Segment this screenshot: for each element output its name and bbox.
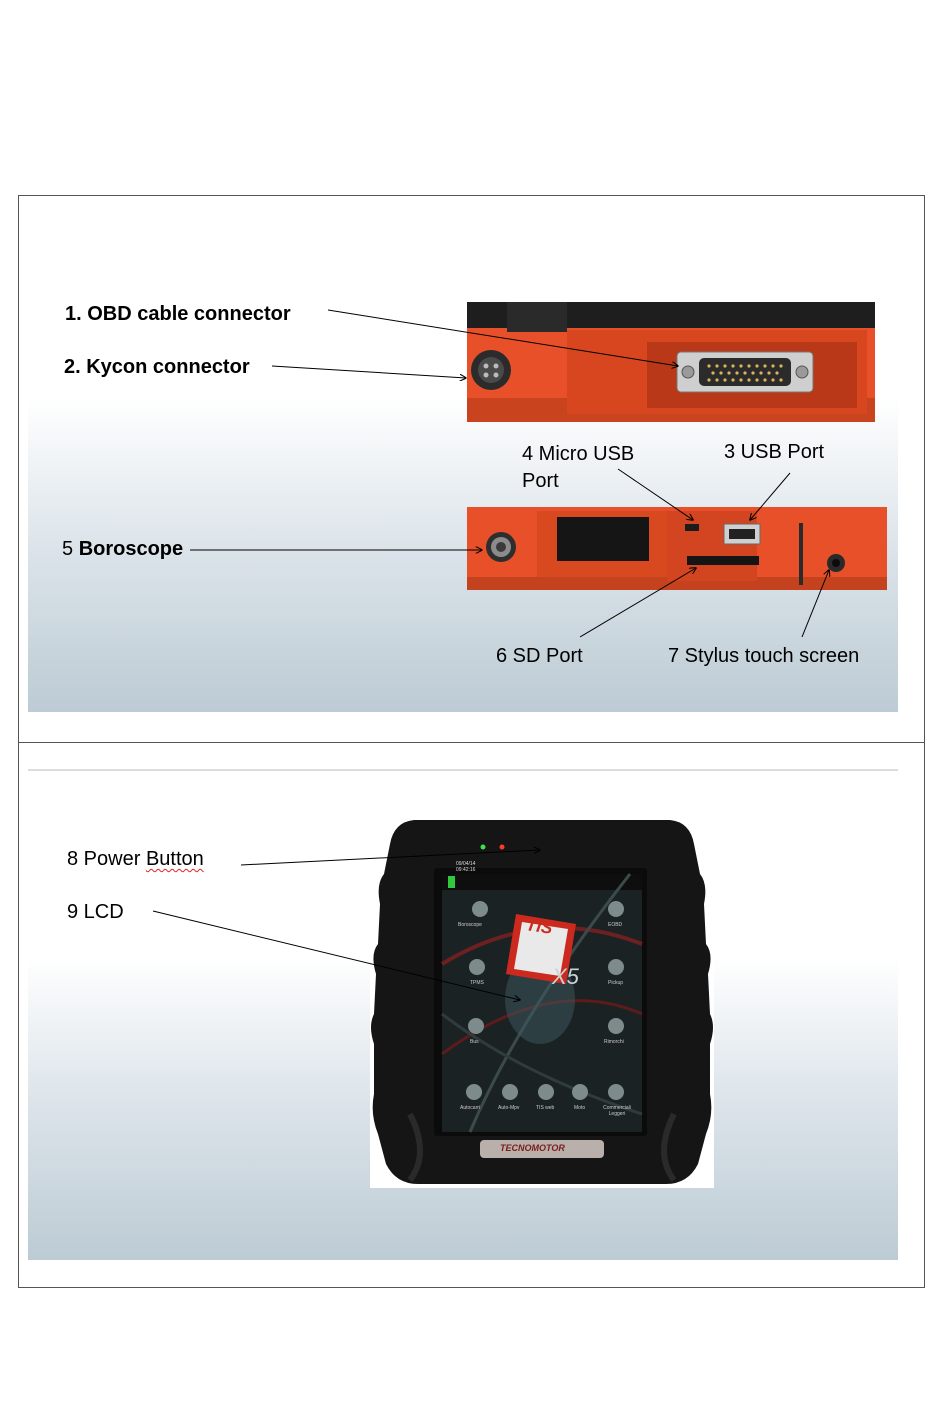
label-sd-port: 6 SD Port [496,644,583,668]
label-stylus: 7 Stylus touch screen [668,644,859,668]
label-micro-usb-line1: 4 Micro USB [522,442,634,466]
label-boroscope-number: 5 [62,538,73,560]
photo-ports-bottom [467,507,887,590]
app-label-bus: Bus [470,1039,479,1045]
device-status-time: 09/04/14 09:42:16 [456,861,516,873]
section-divider [18,742,925,743]
app-label-moto: Moto [574,1105,585,1111]
label-usb-port: 3 USB Port [724,440,824,464]
label-button-word: Button [146,848,204,870]
app-label-eobd: EOBD [608,922,622,928]
label-lcd: 9 LCD [67,900,124,924]
app-label-tpms: TPMS [470,980,484,986]
label-kycon-connector: 2. Kycon connector [64,355,250,379]
label-boroscope: 5 Boroscope [62,537,183,561]
device-status-clock: 09:42:16 [456,867,516,873]
photo-device-front: 09/04/14 09:42:16 TIS X5 Boroscope EOBD … [370,814,714,1188]
device-brand: TECNOMOTOR [500,1143,565,1153]
app-label-commerciali: Commerciali Leggeri [601,1105,633,1117]
label-power-button: 8 Power Button [67,847,204,871]
photo-connectors-side [467,302,875,422]
app-label-auto-mpv: Auto-Mpv [498,1105,519,1111]
device-logo-tis: TIS [525,915,554,938]
app-label-rimorchi: Rimorchi [604,1039,624,1045]
label-obd-connector: 1. OBD cable connector [65,302,291,326]
app-label-autocarri: Autocarri [460,1105,480,1111]
app-label-tis-web: TIS web [536,1105,554,1111]
app-label-boroscope: Boroscope [458,922,482,928]
label-power-word: 8 Power [67,848,140,870]
app-label-pickup: Pickup [608,980,623,986]
device-model-x5: X5 [552,964,579,990]
label-boroscope-word: Boroscope [79,538,183,560]
label-micro-usb-line2: Port [522,469,559,493]
